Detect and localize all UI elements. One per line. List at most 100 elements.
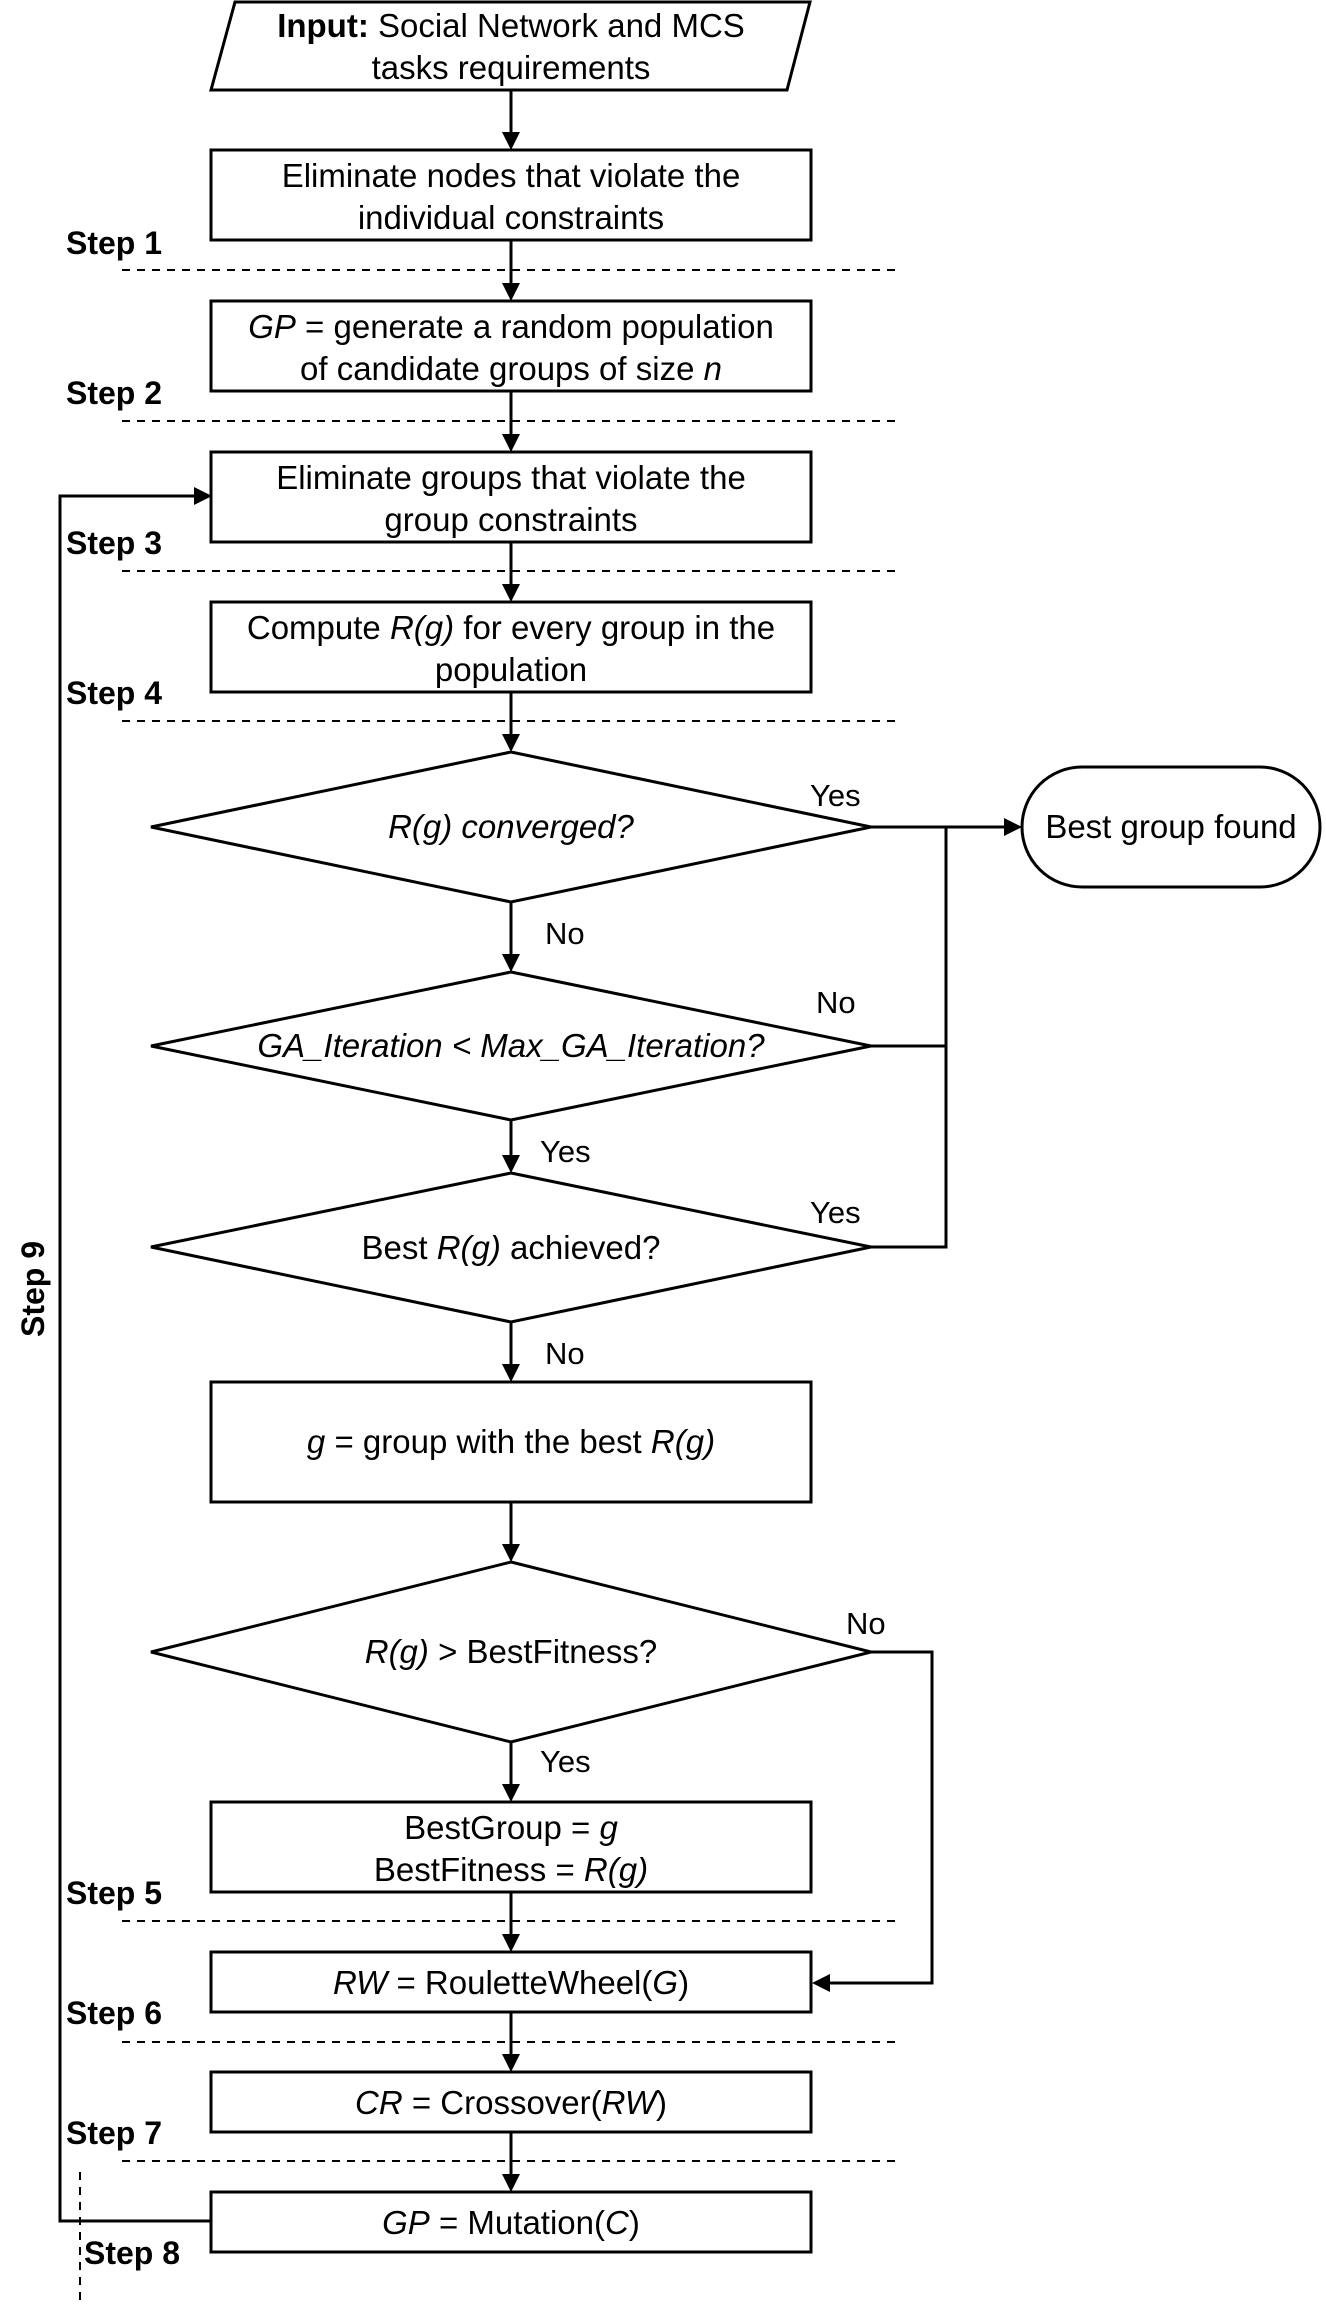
crossover-node: CR = Crossover(RW) — [209, 2070, 813, 2134]
arrowhead — [502, 2054, 520, 2072]
select-best-box — [209, 1380, 813, 1504]
label-achieved-no: No — [545, 1336, 585, 1371]
generate-population-line-2: of candidate groups of size n — [300, 350, 722, 387]
fitness-decision: R(g) > BestFitness? — [150, 1560, 872, 1744]
eliminate-nodes-line-1: Eliminate nodes that violate the — [282, 157, 741, 194]
step-3-label: Step 3 — [66, 525, 162, 561]
edge-achieved-yes — [871, 1046, 948, 1249]
select-best-label: g = group with the best R(g) — [307, 1423, 715, 1460]
cr-variable: CR — [355, 2084, 403, 2121]
best-achieved-label: Best R(g) achieved? — [362, 1229, 661, 1266]
crossover-label: CR = Crossover(RW) — [355, 2084, 667, 2121]
label-converged-no: No — [545, 916, 585, 951]
edge-labels: Yes No No Yes Yes No No Yes — [540, 778, 886, 1779]
converged-decision: R(g) converged? — [150, 750, 872, 904]
select-best-text: = group with the best — [325, 1423, 651, 1460]
step-9-label: Step 9 — [15, 1241, 51, 1337]
label-converged-yes: Yes — [810, 778, 861, 813]
step-7-label: Step 7 — [66, 2115, 162, 2151]
mutation-node: GP = Mutation(C) — [209, 2190, 813, 2254]
rg-variable: R(g) — [584, 1851, 648, 1888]
input-label-line-2: tasks requirements — [372, 49, 651, 86]
input-bold-label: Input: — [277, 7, 369, 44]
iteration-decision: GA_Iteration < Max_GA_Iteration? — [150, 970, 872, 1122]
best-achieved-diamond — [150, 1171, 872, 1324]
rg-variable: R(g) — [437, 1229, 501, 1266]
arrowhead — [502, 1364, 520, 1382]
fitness-text: > BestFitness? — [429, 1633, 657, 1670]
compute-rg-line-1: Compute R(g) for every group in the — [247, 609, 775, 646]
fitness-label: R(g) > BestFitness? — [365, 1633, 658, 1670]
select-best-node: g = group with the best R(g) — [209, 1380, 813, 1504]
best-group-found-terminal — [1020, 765, 1322, 889]
eliminate-groups-node: Eliminate groups that violate the group … — [209, 450, 813, 544]
compute-rg-line-2: population — [435, 651, 587, 688]
label-iteration-yes: Yes — [540, 1134, 591, 1169]
g-variable: g — [307, 1423, 326, 1460]
edge-loop-back — [58, 494, 211, 2223]
arrowhead — [502, 1155, 520, 1173]
generate-population-node: GP = generate a random population of can… — [209, 299, 813, 393]
input-node: Input: Social Network and MCS tasks requ… — [209, 0, 812, 92]
rw-variable: RW — [333, 1964, 390, 2001]
close-paren: ) — [678, 1964, 689, 2001]
input-shape — [209, 0, 812, 92]
eliminate-nodes-box — [209, 148, 813, 242]
arrowhead — [812, 1974, 830, 1992]
step-1-label: Step 1 — [66, 225, 162, 261]
update-best-line-2: BestFitness = R(g) — [374, 1851, 648, 1888]
roulette-node: RW = RouletteWheel(G) — [209, 1950, 813, 2014]
g-set-variable: G — [652, 1964, 678, 2001]
eliminate-groups-line-2: group constraints — [384, 501, 637, 538]
iteration-diamond — [150, 970, 872, 1122]
label-fitness-yes: Yes — [540, 1744, 591, 1779]
crossover-text: = Crossover( — [403, 2084, 602, 2121]
c-variable: C — [605, 2204, 630, 2241]
rw-variable: RW — [602, 2084, 659, 2121]
mutation-box — [209, 2190, 813, 2254]
close-paren: ) — [629, 2204, 640, 2241]
roulette-box — [209, 1950, 813, 2014]
rg-variable: R(g) — [390, 609, 454, 646]
best-group-found-label: Best group found — [1045, 808, 1296, 845]
step-8-label: Step 8 — [84, 2235, 180, 2271]
label-iteration-no: No — [816, 985, 856, 1020]
arrowhead — [502, 734, 520, 752]
edge-iteration-no — [871, 827, 948, 1048]
gp-variable: GP — [382, 2204, 430, 2241]
update-best-node: BestGroup = g BestFitness = R(g) — [209, 1800, 813, 1894]
eliminate-nodes-line-2: individual constraints — [358, 199, 664, 236]
eliminate-groups-box — [209, 450, 813, 544]
best-group-found-node: Best group found — [1020, 765, 1322, 889]
rg-variable: R(g) — [365, 1633, 429, 1670]
arrowhead — [1004, 818, 1022, 836]
achieved-text: achieved? — [501, 1229, 661, 1266]
eliminate-groups-line-1: Eliminate groups that violate the — [276, 459, 746, 496]
label-achieved-yes: Yes — [810, 1195, 861, 1230]
roulette-label: RW = RouletteWheel(G) — [333, 1964, 689, 2001]
compute-rest-text: for every group in the — [454, 609, 775, 646]
gp-variable: GP — [248, 308, 296, 345]
step-labels: Step 1 Step 2 Step 3 Step 4 Step 5 Step … — [15, 225, 180, 2271]
label-fitness-no: No — [846, 1606, 886, 1641]
generate-population-box — [209, 299, 813, 393]
compute-text: Compute — [247, 609, 390, 646]
mutation-text: = Mutation( — [430, 2204, 605, 2241]
edges — [58, 90, 1022, 2223]
n-variable: n — [704, 350, 722, 387]
step-6-label: Step 6 — [66, 1995, 162, 2031]
arrowhead — [502, 1934, 520, 1952]
arrowhead — [194, 487, 212, 505]
step-2-label: Step 2 — [66, 375, 162, 411]
arrowhead — [502, 2174, 520, 2192]
generate-population-size-text: of candidate groups of size — [300, 350, 704, 387]
g-variable: g — [600, 1809, 619, 1846]
edge-fitness-no — [828, 1650, 934, 1985]
best-text: Best — [362, 1229, 437, 1266]
rg-variable: R(g) — [651, 1423, 715, 1460]
best-group-text: BestGroup = — [404, 1809, 599, 1846]
best-fitness-text: BestFitness = — [374, 1851, 584, 1888]
arrowhead — [502, 132, 520, 150]
generate-population-line-1: GP = generate a random population — [248, 308, 774, 345]
input-line-1: Social Network and MCS — [369, 7, 745, 44]
